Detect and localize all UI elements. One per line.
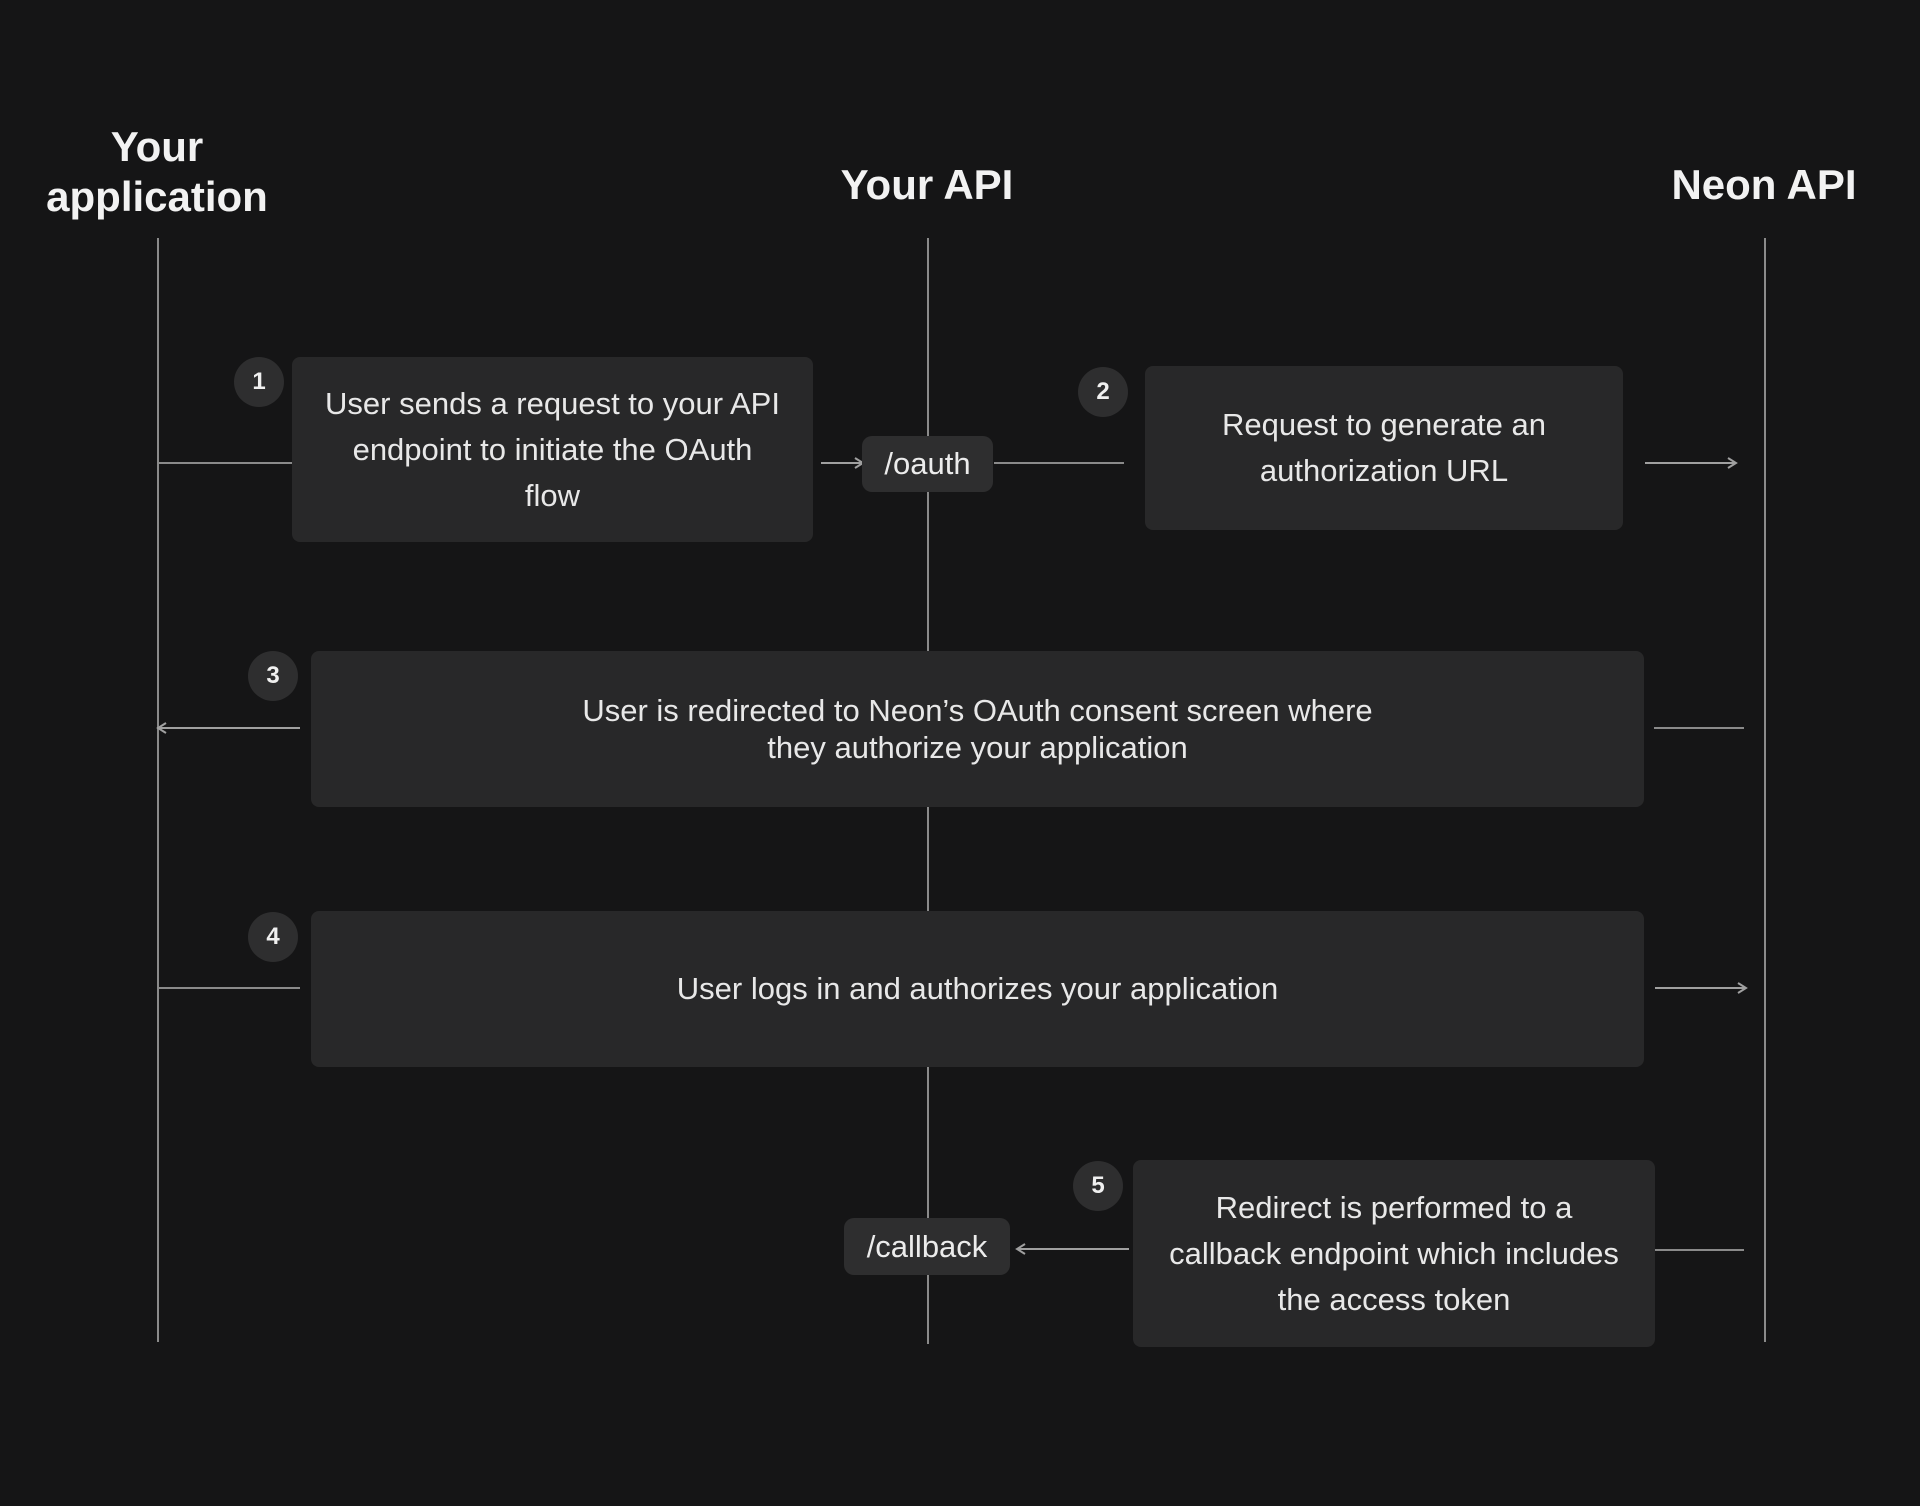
step-badge-4: 4	[248, 912, 298, 962]
endpoint-oauth: /oauth	[862, 436, 993, 492]
lane-title-your-application: Your application	[46, 123, 268, 220]
step-box-4: User logs in and authorizes your applica…	[311, 911, 1644, 1067]
connector-oauth-to-step-2	[994, 462, 1124, 464]
lifeline-neon-api	[1764, 238, 1766, 1342]
connector-step-3-right	[1654, 727, 1744, 729]
step-badge-2: 2	[1078, 367, 1128, 417]
step-badge-3: 3	[248, 651, 298, 701]
arrow-right-icon	[821, 457, 865, 469]
arrow-left-icon	[156, 722, 300, 734]
connector-step-5-right	[1655, 1249, 1744, 1251]
step-box-2: Request to generate an authorization URL	[1145, 366, 1623, 530]
connector-step-1-left	[158, 462, 292, 464]
lifeline-your-application	[157, 238, 159, 1342]
step-box-3: User is redirected to Neon’s OAuth conse…	[311, 651, 1644, 807]
step-box-5: Redirect is performed to a callback endp…	[1133, 1160, 1655, 1347]
arrow-right-icon	[1655, 982, 1748, 994]
lane-title-your-api: Your API	[840, 161, 1014, 208]
connector-step-4-left	[158, 987, 300, 989]
arrow-right-icon	[1645, 457, 1738, 469]
step-badge-1: 1	[234, 357, 284, 407]
lane-title-neon-api: Neon API	[1671, 161, 1857, 208]
arrow-left-icon	[1015, 1243, 1129, 1255]
endpoint-callback: /callback	[844, 1218, 1010, 1275]
step-box-1: User sends a request to your API endpoin…	[292, 357, 813, 542]
step-badge-5: 5	[1073, 1161, 1123, 1211]
